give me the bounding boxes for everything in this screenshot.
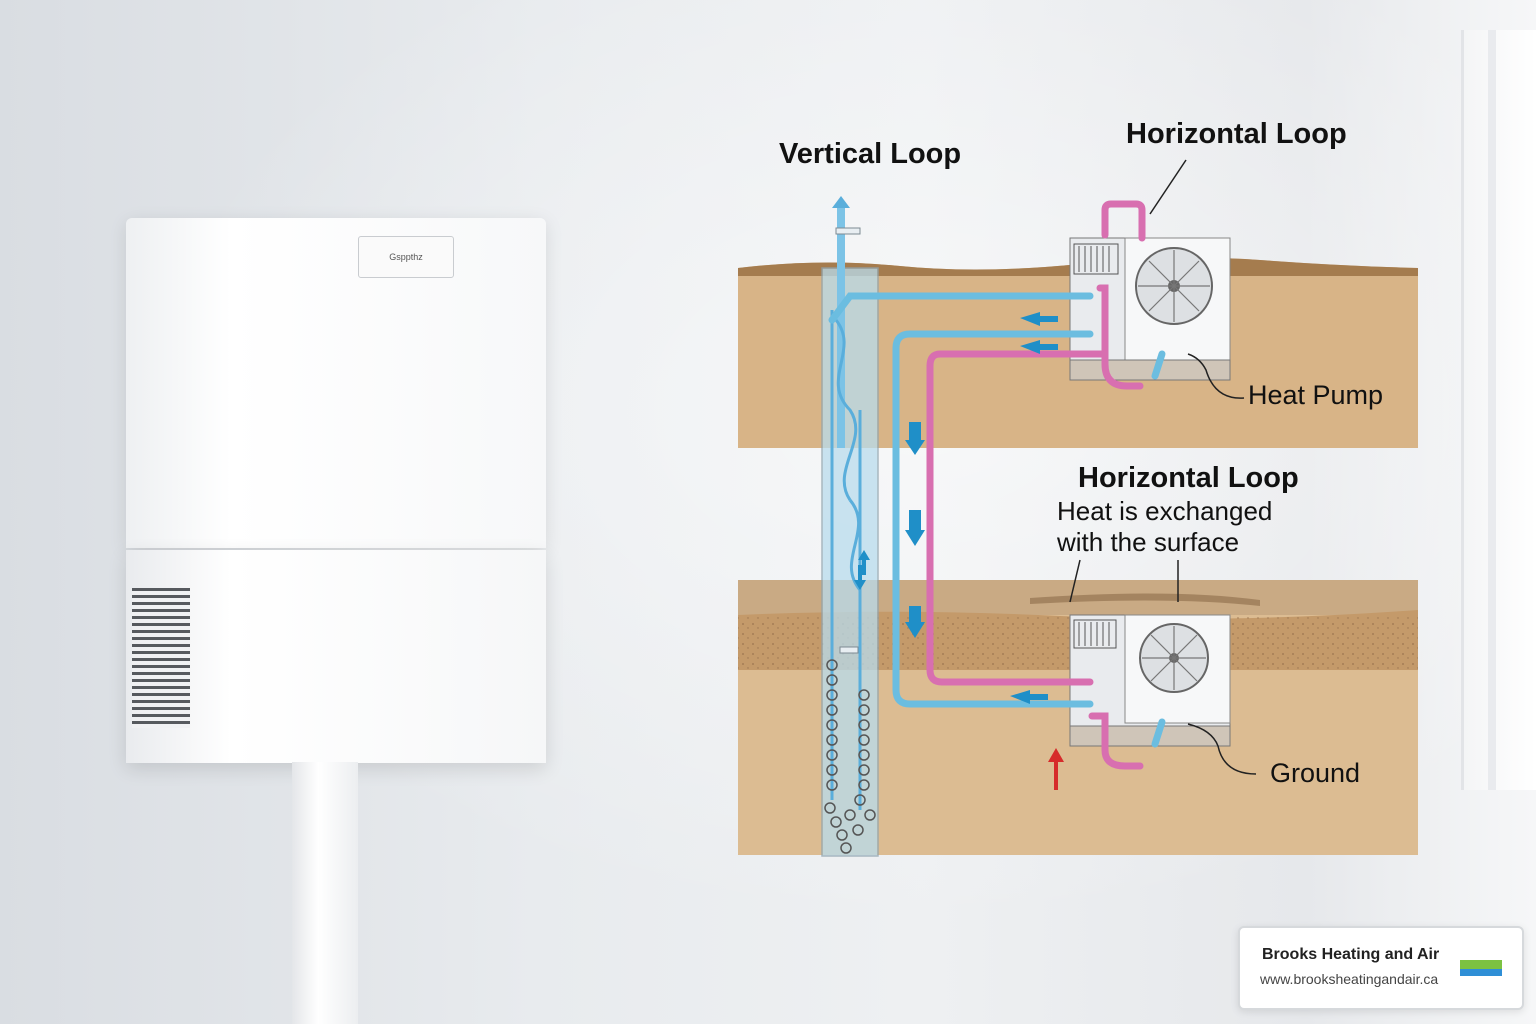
horizontal-loop-top-label: Horizontal Loop bbox=[1126, 118, 1347, 150]
brooks-logo-icon bbox=[1460, 960, 1502, 976]
cold-pipes bbox=[828, 292, 1166, 748]
leader-lines bbox=[1069, 159, 1257, 775]
geothermal-loop-diagram: Vertical Loop Horizontal Loop Heat Pump … bbox=[700, 110, 1460, 870]
heat-exchanged-caption: Heat is exchanged with the surface bbox=[1057, 496, 1273, 557]
horizontal-loop-mid-label: Horizontal Loop bbox=[1078, 462, 1299, 494]
diagram-graphic bbox=[738, 159, 1418, 857]
heat-pump-label: Heat Pump bbox=[1248, 380, 1384, 410]
flow-arrows bbox=[854, 312, 1058, 704]
lower-heat-pump-unit bbox=[1069, 614, 1231, 747]
heat-rise-arrow-icon bbox=[1048, 748, 1064, 790]
unit-upper-panel: Gsppthz bbox=[126, 218, 546, 548]
unit-lower-panel bbox=[126, 550, 546, 763]
company-url[interactable]: www.brooksheatingandair.ca bbox=[1260, 971, 1439, 987]
company-name: Brooks Heating and Air bbox=[1262, 946, 1440, 963]
ground-label: Ground bbox=[1270, 758, 1361, 788]
company-badge[interactable]: Brooks Heating and Air www.brooksheating… bbox=[1238, 926, 1524, 1010]
upper-heat-pump-unit bbox=[1069, 237, 1231, 381]
vertical-loop-label: Vertical Loop bbox=[779, 138, 962, 170]
wall-heat-pump-unit: Gsppthz bbox=[126, 218, 546, 763]
wall-conduit bbox=[292, 762, 358, 1024]
vent-grille-icon bbox=[132, 588, 190, 728]
hot-pipes bbox=[926, 200, 1146, 770]
vertical-borehole bbox=[821, 196, 879, 857]
window-frame bbox=[1461, 30, 1536, 790]
unit-brand-label: Gsppthz bbox=[358, 236, 454, 278]
